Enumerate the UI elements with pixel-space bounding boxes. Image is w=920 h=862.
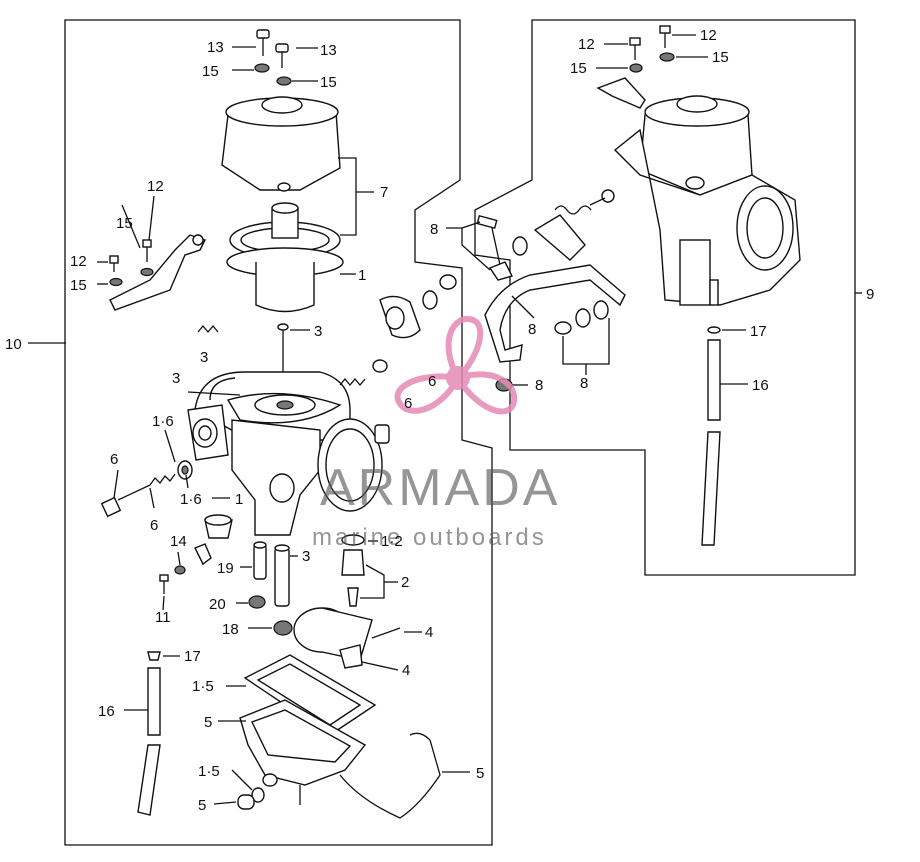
callout-7: 7 xyxy=(380,184,388,201)
top-cover xyxy=(221,96,341,192)
callout-2: 2 xyxy=(401,574,409,591)
leader-lines xyxy=(28,34,862,805)
throttle-bracket xyxy=(109,234,206,311)
callout-6a: 6 xyxy=(428,373,436,390)
callout-15a: 15 xyxy=(202,63,219,80)
callout-8c: 8 xyxy=(535,377,543,394)
callout-6b: 6 xyxy=(404,395,412,412)
callout-3d: 3 xyxy=(302,548,310,565)
watermark: ARMADA marine outboards xyxy=(312,316,560,551)
callout-1-5a: 1·5 xyxy=(192,678,214,695)
callout-8d: 8 xyxy=(580,375,588,392)
callout-11: 11 xyxy=(155,609,171,626)
pilot-screw xyxy=(100,460,193,518)
callout-13a: 13 xyxy=(207,39,224,56)
callout-3c: 3 xyxy=(172,370,180,387)
callout-1-5b: 1·5 xyxy=(198,763,220,780)
callout-1-6a: 1·6 xyxy=(152,413,174,430)
callout-16d: 16 xyxy=(752,377,769,394)
callout-1a: 1 xyxy=(358,267,366,284)
drain-hose-right xyxy=(701,326,721,546)
callout-4a: 4 xyxy=(425,624,433,641)
small-spring xyxy=(197,324,219,334)
callout-3a: 3 xyxy=(314,323,322,340)
callout-10: 10 xyxy=(5,336,22,353)
callout-5a: 5 xyxy=(204,714,212,731)
callout-20: 20 xyxy=(209,596,226,613)
callout-6d: 6 xyxy=(150,517,158,534)
throttle-cam xyxy=(339,274,457,387)
right-bracket-screws xyxy=(596,25,675,109)
callout-6c: 6 xyxy=(110,451,118,468)
callout-19: 19 xyxy=(217,560,234,577)
callout-5c: 5 xyxy=(198,797,206,814)
callout-12d: 12 xyxy=(578,36,595,53)
callout-5b: 5 xyxy=(476,765,484,782)
callout-17b: 17 xyxy=(750,323,767,340)
callout-15g: 15 xyxy=(570,60,587,77)
jets-group xyxy=(159,514,365,636)
callout-13b: 13 xyxy=(320,42,337,59)
callout-15c: 15 xyxy=(116,215,133,232)
callout-15d: 15 xyxy=(70,277,87,294)
callout-14: 14 xyxy=(170,533,187,550)
callout-8a: 8 xyxy=(430,221,438,238)
callout-9: 9 xyxy=(866,286,874,303)
callout-1-6b: 1·6 xyxy=(180,491,202,508)
float-bowl xyxy=(237,654,441,819)
cap-screws-group xyxy=(254,29,292,86)
main-assembly-frame xyxy=(64,19,493,846)
callout-1b: 1 xyxy=(235,491,243,508)
propeller-logo-icon xyxy=(394,316,518,415)
callout-12a: 12 xyxy=(147,178,164,195)
callout-3b: 3 xyxy=(200,349,208,366)
callout-4b: 4 xyxy=(402,662,410,679)
carburetor-body xyxy=(187,371,390,536)
watermark-brand: ARMADA xyxy=(320,459,560,517)
callout-12b: 12 xyxy=(70,253,87,270)
callout-15b: 15 xyxy=(320,74,337,91)
callout-15h: 15 xyxy=(712,49,729,66)
callout-8b: 8 xyxy=(528,321,536,338)
sub-assembly-frame xyxy=(474,19,856,576)
watermark-tagline: marine outboards xyxy=(312,524,547,551)
callout-1-2: 1·2 xyxy=(381,533,403,550)
callout-12e: 12 xyxy=(700,27,717,44)
throttle-link xyxy=(476,205,626,392)
drain-hose-left xyxy=(137,651,161,816)
callout-17a: 17 xyxy=(184,648,201,665)
callout-18: 18 xyxy=(222,621,239,638)
callout-labels: 13 13 15 15 7 1 12 15 12 15 10 3 3 3 6 6… xyxy=(5,27,874,814)
assembled-carburetor xyxy=(589,95,801,306)
callout-16a: 16 xyxy=(98,703,115,720)
float xyxy=(293,607,401,669)
diaphragm-piston xyxy=(226,202,344,313)
